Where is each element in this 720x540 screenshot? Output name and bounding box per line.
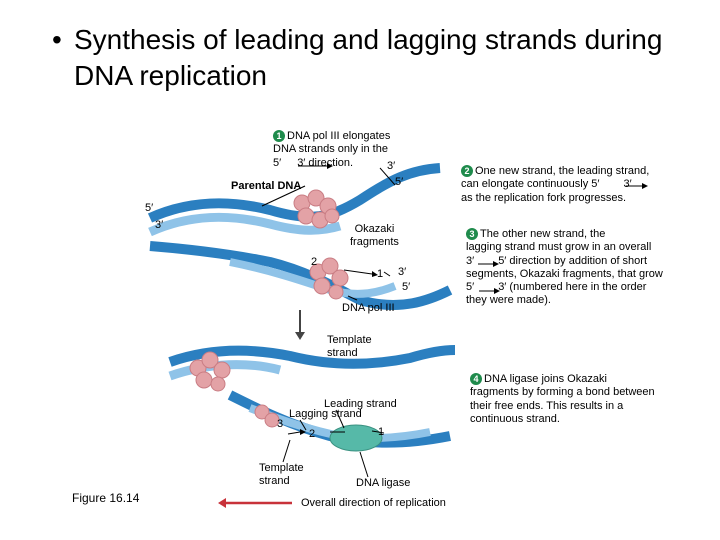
label-top-3prime: 3′ xyxy=(387,160,396,172)
step-2-line1: One new strand, the leading strand, xyxy=(475,165,650,177)
label-top-5prime: 5′ xyxy=(395,176,404,188)
label-bottom-fragment-3: 3 xyxy=(277,418,284,430)
step-3-line3a: 3′ xyxy=(466,254,475,267)
step-4-line1: DNA ligase joins Okazaki xyxy=(484,373,607,385)
title-bullet: • xyxy=(52,24,62,55)
label-bottom-fragment-1: 1 xyxy=(378,426,385,438)
label-mid-3prime: 3′ xyxy=(398,266,407,278)
dna-ligase-shape xyxy=(329,424,383,452)
step-3-line5b: 3′ (numbered here in the order xyxy=(498,281,647,294)
label-template-strand-bottom: Template strand xyxy=(259,462,304,487)
label-dna-pol-iii: DNA pol III xyxy=(342,302,395,314)
bottom-strand-upper xyxy=(168,345,456,369)
step-3-line3b: 5′ direction by addition of short xyxy=(498,254,648,267)
step-2-number: 2 xyxy=(461,165,473,178)
label-left-3prime: 3′ xyxy=(155,219,164,231)
step-3-line5a: 5′ xyxy=(466,281,475,294)
label-left-5prime: 5′ xyxy=(145,202,154,214)
step-4-line2: fragments by forming a bond between xyxy=(470,386,655,399)
label-fragment-1: 1 xyxy=(377,268,384,280)
step-2-line2a: can elongate continuously 5′ xyxy=(461,178,600,191)
label-dna-ligase: DNA ligase xyxy=(356,477,411,489)
label-parental-dna: Parental DNA xyxy=(231,180,302,192)
step-3-number: 3 xyxy=(466,228,478,241)
step-3-line4: segments, Okazaki fragments, that grow xyxy=(466,267,663,280)
step-3-line6: they were made). xyxy=(466,294,551,307)
dna-pol-iii-bottom xyxy=(189,351,280,428)
label-fragment-2: 2 xyxy=(311,256,318,268)
dna-pol-iii-top xyxy=(293,189,340,229)
step-1-line3a: 5′ xyxy=(273,156,282,169)
label-template-strand-top: Template strand xyxy=(327,334,372,359)
figure-caption: Figure 16.14 xyxy=(72,491,140,505)
step-3-line1: The other new strand, the xyxy=(480,228,606,240)
step-1-number: 1 xyxy=(273,130,285,143)
label-overall-direction: Overall direction of replication xyxy=(301,497,446,509)
label-lagging-strand: Lagging strand xyxy=(289,408,362,420)
step-2-line3: as the replication fork progresses. xyxy=(461,191,627,204)
title-text: Synthesis of leading and lagging strands… xyxy=(74,24,663,91)
step-4-line3: their free ends. This results in a xyxy=(470,399,624,412)
step-1-line2: DNA strands only in the xyxy=(273,143,388,156)
parental-strand-lower xyxy=(148,212,342,237)
step-1-line1: DNA pol III elongates xyxy=(287,130,391,142)
step-2-line2b: 3′ xyxy=(623,178,632,191)
label-bottom-fragment-2: 2 xyxy=(309,428,316,440)
step-4-number: 4 xyxy=(470,373,482,386)
label-leading-strand: Leading strand xyxy=(324,398,397,410)
step-1-line3b: 3′ direction. xyxy=(297,156,354,169)
label-mid-5prime: 5′ xyxy=(402,281,411,293)
step-3-line2: lagging strand must grow in an overall xyxy=(466,241,652,254)
label-okazaki-fragments: Okazaki fragments xyxy=(350,223,399,248)
dna-pol-iii-mid xyxy=(309,257,349,300)
step-4-line4: continuous strand. xyxy=(470,412,560,425)
